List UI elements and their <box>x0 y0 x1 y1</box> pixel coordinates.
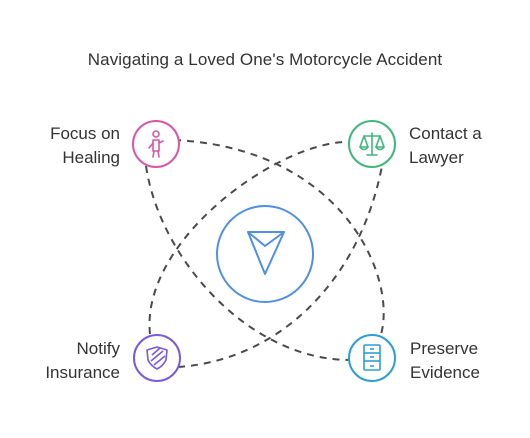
connector-insurance-to-lawyer <box>177 165 383 368</box>
label-evidence-line1: Preserve <box>410 339 479 358</box>
center-node <box>216 205 314 303</box>
person-icon <box>148 130 164 158</box>
connector-healing-to-evidence-outer <box>145 165 351 361</box>
scales-icon <box>359 132 385 156</box>
node-healing <box>132 120 180 168</box>
label-lawyer-line2: Lawyer <box>409 148 464 167</box>
label-insurance-line2: Insurance <box>45 363 120 382</box>
navigation-arrow-icon <box>247 231 285 275</box>
label-insurance: Notify Insurance <box>20 337 120 385</box>
label-healing-line1: Focus on <box>50 124 120 143</box>
label-evidence-line2: Evidence <box>410 363 480 382</box>
node-insurance <box>133 334 181 382</box>
label-lawyer-line1: Contact a <box>409 124 482 143</box>
diagram-title: Navigating a Loved One's Motorcycle Acci… <box>87 50 443 69</box>
label-insurance-line1: Notify <box>76 339 120 358</box>
cabinet-icon <box>363 344 381 371</box>
node-lawyer <box>348 120 396 168</box>
label-evidence: Preserve Evidence <box>410 337 520 385</box>
label-healing-line2: Healing <box>62 148 120 167</box>
label-lawyer: Contact a Lawyer <box>409 122 519 170</box>
node-evidence <box>348 334 396 382</box>
shield-icon <box>146 346 168 370</box>
label-healing: Focus on Healing <box>20 122 120 170</box>
